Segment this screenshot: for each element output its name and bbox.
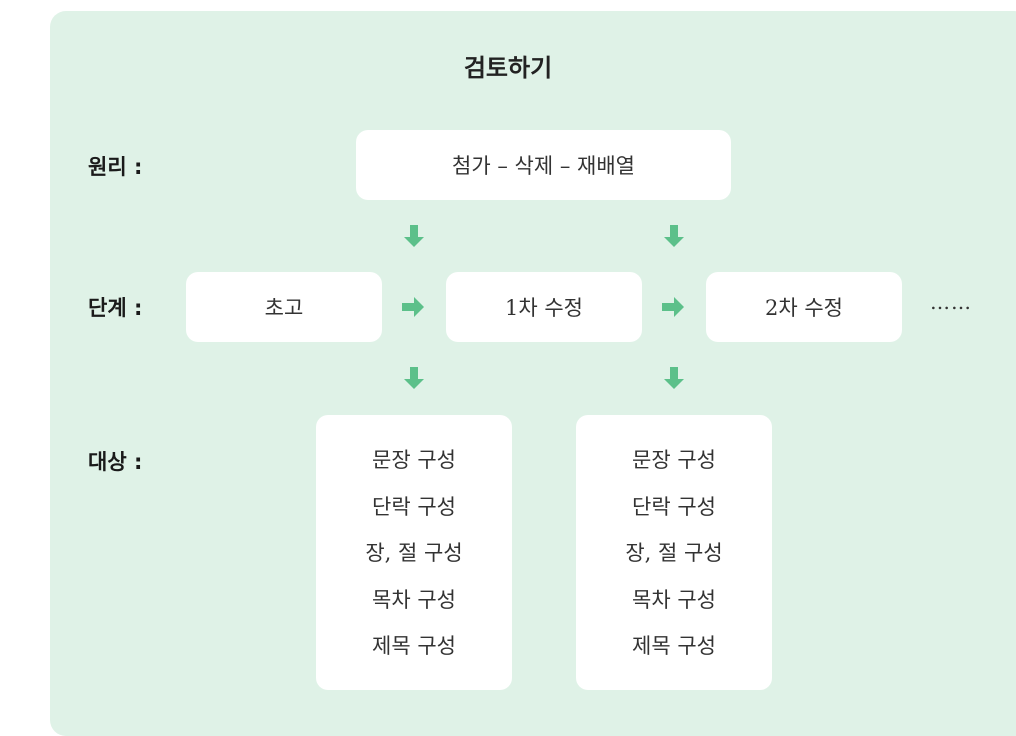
down-arrow-icon <box>664 367 684 389</box>
stage-box-draft: 초고 <box>186 272 382 342</box>
target-label: 대상 : <box>88 450 143 474</box>
target-item: 목차 구성 <box>372 587 456 612</box>
down-arrow-icon <box>404 225 424 247</box>
target-item: 목차 구성 <box>632 587 716 612</box>
continuation-ellipsis: …… <box>930 290 972 314</box>
target-list-second: 문장 구성 단락 구성 장, 절 구성 목차 구성 제목 구성 <box>576 415 772 690</box>
right-arrow-icon <box>402 297 424 317</box>
down-arrow-icon <box>664 225 684 247</box>
principle-box: 첨가 – 삭제 – 재배열 <box>356 130 731 200</box>
down-arrow-icon <box>404 367 424 389</box>
target-item: 단락 구성 <box>632 494 716 519</box>
target-item: 문장 구성 <box>372 448 456 472</box>
stage-box-first-revision: 1차 수정 <box>446 272 642 342</box>
target-list-first: 문장 구성 단락 구성 장, 절 구성 목차 구성 제목 구성 <box>316 415 512 690</box>
stage-label: 단계 : <box>88 296 143 320</box>
target-item: 제목 구성 <box>372 634 456 658</box>
target-item: 문장 구성 <box>632 448 716 472</box>
right-arrow-icon <box>662 297 684 317</box>
principle-label: 원리 : <box>88 155 143 179</box>
target-item: 장, 절 구성 <box>365 541 463 565</box>
target-item: 장, 절 구성 <box>625 541 723 565</box>
target-item: 제목 구성 <box>632 634 716 658</box>
diagram-panel <box>50 11 1016 736</box>
target-item: 단락 구성 <box>372 494 456 519</box>
diagram-title: 검토하기 <box>463 54 553 82</box>
stage-box-second-revision: 2차 수정 <box>706 272 902 342</box>
